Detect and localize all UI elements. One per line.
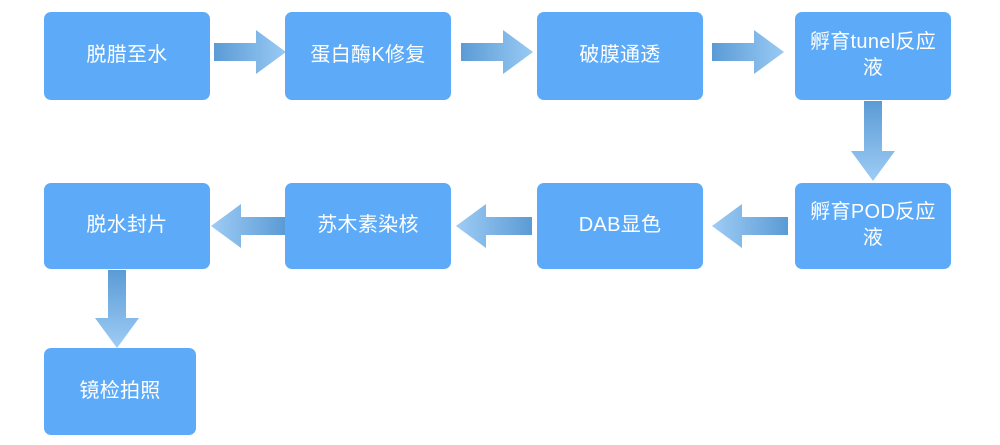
flow-node-microscopy-photography[interactable]: 镜检拍照 (44, 348, 196, 435)
flow-node-dewax-to-water[interactable]: 脱腊至水 (44, 12, 210, 100)
arrow-left-n6-n7 (456, 202, 532, 250)
arrow-down-n8-n9 (93, 270, 141, 348)
flow-node-label: 破膜通透 (579, 44, 661, 67)
flow-node-label: 苏木素染核 (317, 214, 419, 237)
flow-node-dehydrate-and-mount[interactable]: 脱水封片 (44, 183, 210, 269)
arrow-right-n1-n2 (214, 28, 286, 76)
arrow-right-n2-n3 (461, 28, 533, 76)
flow-node-label: 脱水封片 (86, 214, 168, 237)
flow-node-label: 孵育POD反应液 (810, 201, 936, 249)
arrow-left-n7-n8 (211, 202, 285, 250)
flow-node-label: 蛋白酶K修复 (310, 44, 426, 67)
arrow-right-n3-n4 (712, 28, 784, 76)
flow-node-incubate-pod-reaction-solution[interactable]: 孵育POD反应液 (795, 183, 951, 269)
flow-node-incubate-tunel-reaction-solution[interactable]: 孵育tunel反应液 (795, 12, 951, 100)
arrow-down-n4-n5 (849, 101, 897, 181)
flow-node-proteinase-k-repair[interactable]: 蛋白酶K修复 (285, 12, 451, 100)
flow-node-label: 脱腊至水 (86, 44, 168, 67)
flow-node-label: 孵育tunel反应液 (809, 31, 937, 79)
arrow-left-n5-n6 (712, 202, 788, 250)
flow-node-label: DAB显色 (578, 214, 662, 237)
flow-node-dab-color-development[interactable]: DAB显色 (537, 183, 703, 269)
flow-node-hematoxylin-nuclear-stain[interactable]: 苏木素染核 (285, 183, 451, 269)
flow-node-membrane-permeabilization[interactable]: 破膜通透 (537, 12, 703, 100)
flow-node-label: 镜检拍照 (79, 379, 161, 402)
